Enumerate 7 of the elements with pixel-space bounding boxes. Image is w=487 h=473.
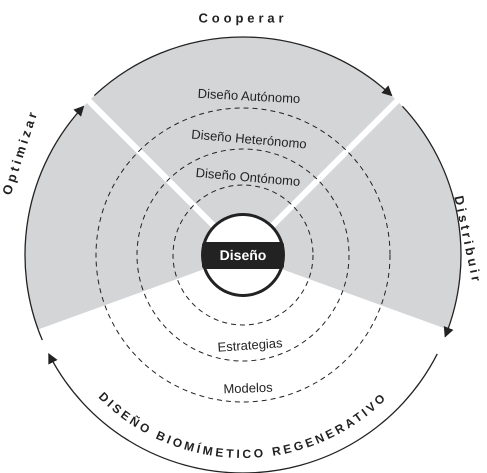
ring-label: Modelos [223, 380, 273, 396]
ring-label: Cooperar [198, 12, 288, 24]
ring-label: Estrategias [217, 336, 283, 354]
ring-label: Diseño Ontónomo [195, 166, 301, 188]
ring-label: Diseño Heterónomo [190, 127, 308, 151]
title-pill: Diseño [202, 242, 284, 268]
ring-label: Diseño Autónomo [197, 86, 301, 106]
